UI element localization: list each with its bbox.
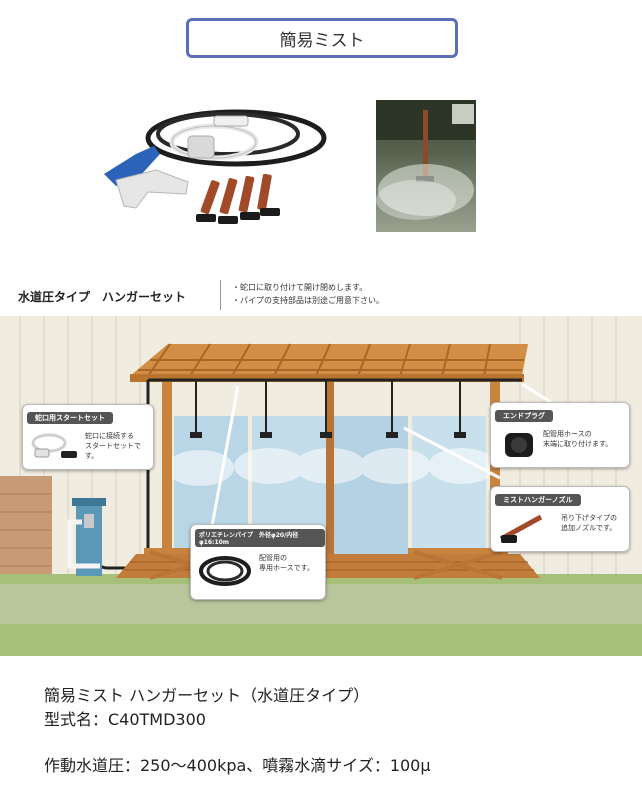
callout-end-plug-text: 配管用ホースの 末端に取り付けます。 bbox=[543, 430, 613, 448]
callout-start-set-heading: 蛇口用スタートセット bbox=[27, 412, 113, 424]
type-note-1: ・蛇口に取り付けて開け閉めします。 bbox=[232, 283, 368, 292]
product-model: 型式名：C40TMD300 bbox=[44, 710, 206, 729]
callout-hanger-nozzle-text: 吊り下げタイプの 追加ノズルです。 bbox=[561, 514, 617, 532]
page-title: 簡易ミスト bbox=[279, 30, 365, 51]
end-plug-icon bbox=[505, 433, 533, 457]
product-spec: 作動水道圧：250～400kpa、噴霧水滴サイズ：100μ bbox=[44, 756, 431, 775]
callout-start-set-text: 蛇口に接続する スタートセットです。 bbox=[85, 432, 141, 460]
pipe-coil-icon bbox=[199, 556, 251, 586]
type-divider bbox=[220, 280, 221, 310]
page-title-box: 簡易ミスト bbox=[186, 18, 458, 58]
type-info-row: 水道圧タイプ ハンガーセット ・蛇口に取り付けて開け閉めします。 ・パイプの支持… bbox=[14, 280, 634, 310]
product-kit-photo bbox=[104, 109, 327, 224]
callout-hanger-nozzle: ミストハンガーノズル 吊り下げタイプの 追加ノズルです。 bbox=[490, 486, 630, 552]
type-notes: ・蛇口に取り付けて開け閉めします。 ・パイプの支持部品は別途ご用意下さい。 bbox=[232, 281, 384, 307]
callout-hanger-nozzle-heading: ミストハンガーノズル bbox=[495, 494, 581, 506]
start-set-icon bbox=[31, 433, 77, 458]
mist-spray-photo bbox=[376, 100, 476, 232]
hanger-nozzle-icon bbox=[499, 514, 543, 543]
type-title: 水道圧タイプ ハンガーセット bbox=[18, 290, 187, 304]
callout-pipe-text: 配管用の 専用ホースです。 bbox=[259, 554, 314, 572]
callout-end-plug-heading: エンドプラグ bbox=[495, 410, 553, 422]
callout-end-plug: エンドプラグ 配管用ホースの 末端に取り付けます。 bbox=[490, 402, 630, 468]
callout-start-set: 蛇口用スタートセット 蛇口に接続する スタートセットです。 bbox=[22, 404, 154, 470]
product-name: 簡易ミスト ハンガーセット（水道圧タイプ） bbox=[44, 686, 370, 705]
callout-pipe-heading: ポリエチレンパイプ 外径φ20/内径φ16:10m bbox=[195, 529, 325, 547]
type-note-2: ・パイプの支持部品は別途ご用意下さい。 bbox=[232, 296, 384, 305]
callout-pipe: ポリエチレンパイプ 外径φ20/内径φ16:10m 配管用の 専用ホースです。 bbox=[190, 524, 326, 600]
installation-diagram: 蛇口用スタートセット 蛇口に接続する スタートセットです。 エンドプラグ 配管用… bbox=[0, 316, 642, 656]
